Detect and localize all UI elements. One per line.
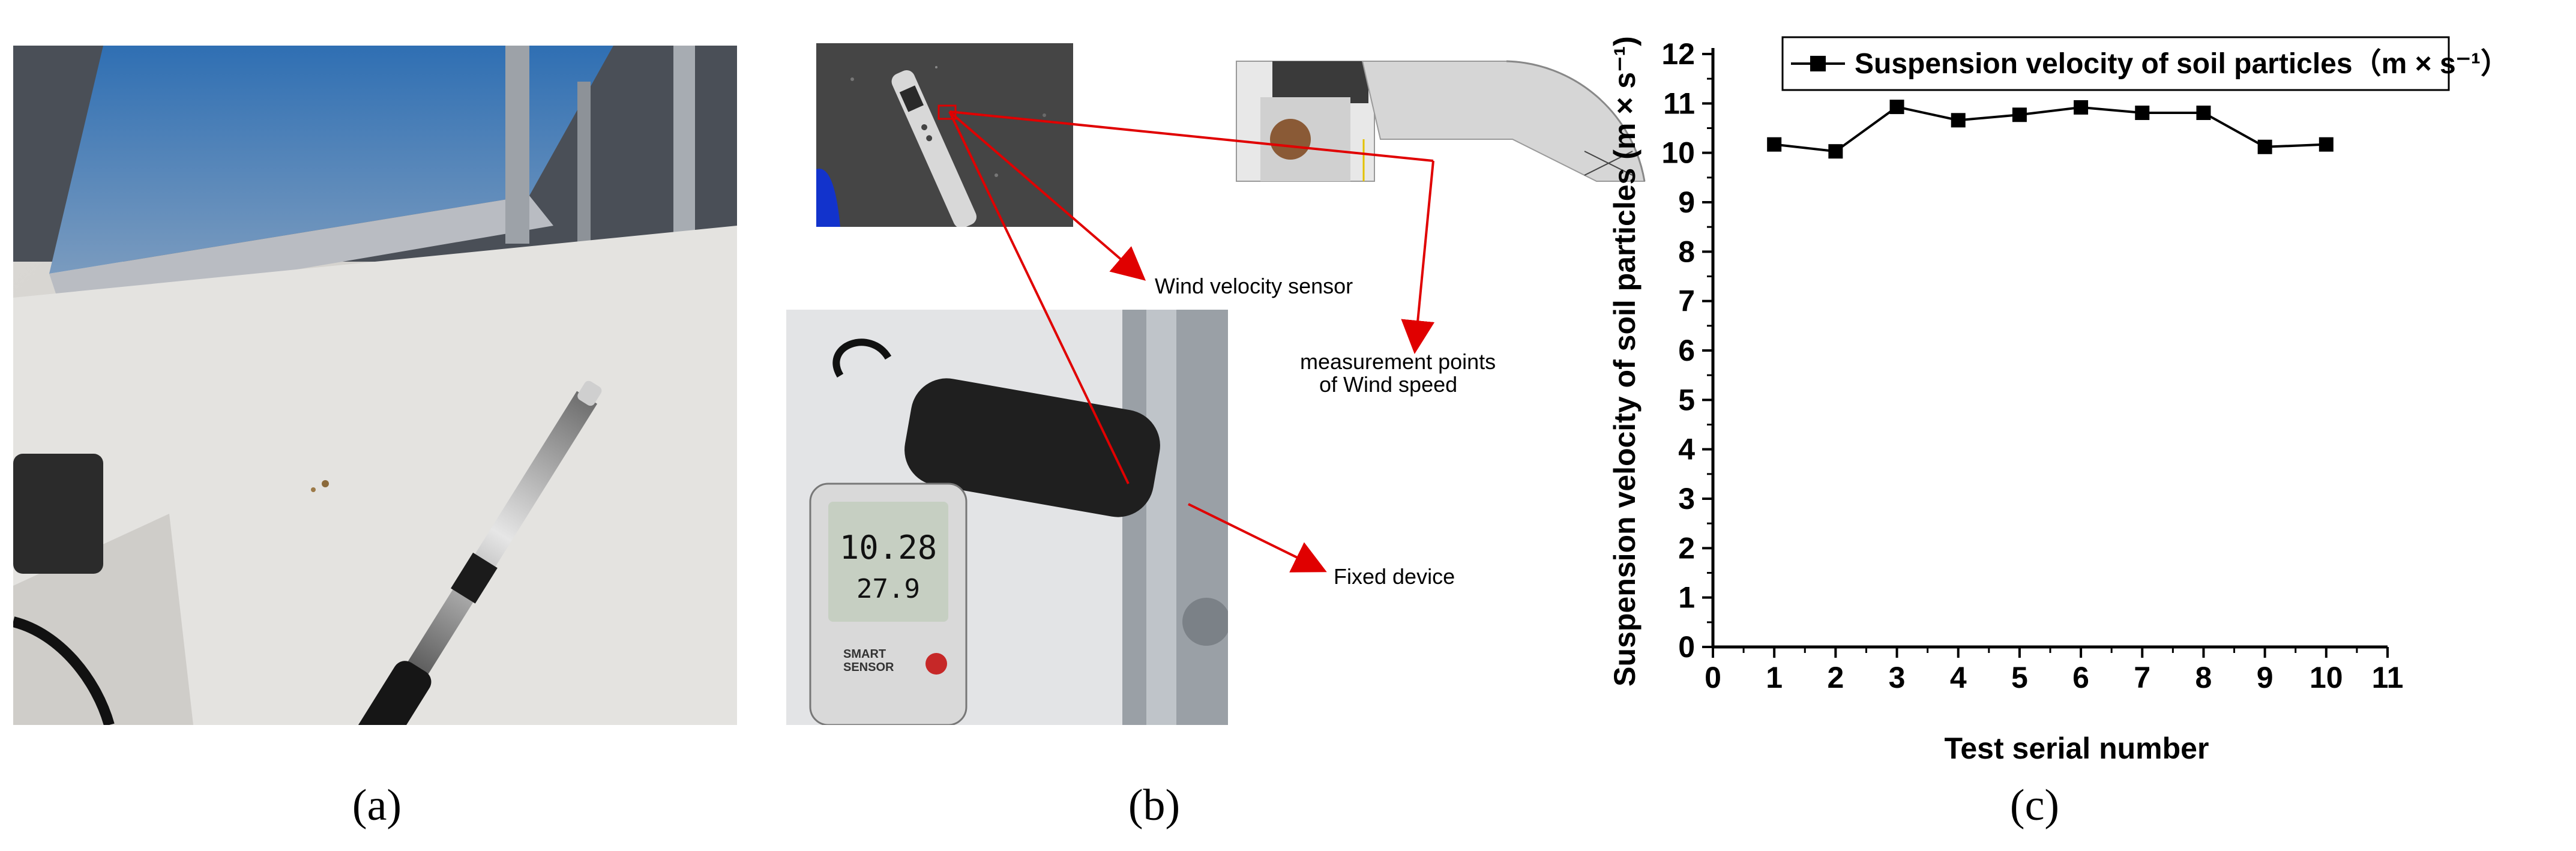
y-tick-label: 1 (1678, 581, 1695, 615)
meter-reading-sub: 27.9 (856, 574, 920, 604)
x-tick-label: 2 (1827, 661, 1844, 694)
callout-wind-velocity-sensor: Wind velocity sensor (1155, 274, 1353, 298)
y-tick-label: 10 (1661, 136, 1695, 170)
legend: Suspension velocity of soil particles（m … (1781, 36, 2509, 91)
panel-a: (a) (0, 0, 756, 851)
photo-b-anemometer: 10.28 27.9 SMART SENSOR (786, 310, 1228, 725)
data-point-marker (1767, 137, 1782, 152)
render-b-duct-elbow (1224, 43, 1657, 187)
x-tick-label: 8 (2195, 661, 2212, 694)
y-tick-label: 3 (1678, 482, 1695, 516)
render-b-duct-illustration (1224, 43, 1657, 187)
x-tick-label: 1 (1766, 661, 1783, 694)
panel-label-a: (a) (352, 781, 402, 830)
data-point-marker (1828, 144, 1843, 159)
photo-a-sensor-probe (13, 46, 737, 725)
data-point-marker (2319, 137, 2334, 152)
y-tick-label: 11 (1663, 86, 1695, 120)
y-tick-label: 5 (1678, 383, 1695, 416)
x-tick-label: 7 (2134, 661, 2150, 694)
meter-reading-main: 10.28 (840, 529, 937, 567)
y-tick-label: 12 (1661, 37, 1695, 71)
photo-b-sensor-head (816, 43, 1073, 227)
y-tick-label: 9 (1678, 185, 1695, 219)
legend-entry: Suspension velocity of soil particles（m … (1855, 48, 2509, 80)
panel-b: 10.28 27.9 SMART SENSOR Wind velocity se… (756, 0, 1657, 851)
arrow-measurement-points (1401, 160, 1435, 354)
meter-power-button (925, 653, 947, 675)
data-point-marker (2257, 139, 2272, 154)
x-axis-label: Test serial number (1945, 732, 2209, 765)
y-tick-label: 0 (1678, 630, 1695, 664)
y-tick-label: 8 (1678, 235, 1695, 268)
x-tick-label: 5 (2011, 661, 2028, 694)
x-tick-label: 11 (2372, 661, 2404, 694)
x-tick-label: 0 (1705, 661, 1721, 694)
panel-label-b: (b) (1128, 781, 1181, 830)
legend-box (1781, 36, 2450, 91)
data-point-marker (2196, 105, 2211, 120)
panel-label-c: (c) (2009, 781, 2060, 830)
photo-b-sensor-head-illustration (816, 43, 1073, 227)
y-axis-label: Suspension velocity of soil particles (m… (1608, 36, 1642, 687)
legend-marker-symbol (1810, 56, 1826, 71)
data-point-marker (2012, 107, 2027, 122)
data-point-marker (2135, 105, 2150, 120)
y-tick-label: 7 (1678, 284, 1695, 318)
data-point-marker (2074, 100, 2089, 115)
photo-b-anemometer-illustration: 10.28 27.9 SMART SENSOR (786, 310, 1228, 725)
callout-measurement-points: measurement points of Wind speed (1300, 350, 1496, 396)
x-tick-label: 10 (2310, 661, 2343, 694)
x-tick-label: 9 (2257, 661, 2274, 694)
data-point-marker (1889, 100, 1904, 115)
series-line (1774, 105, 2326, 153)
callout-fixed-device: Fixed device (1334, 564, 1455, 589)
x-tick-label: 4 (1950, 661, 1967, 694)
meter-brand-line2: SENSOR (843, 661, 894, 674)
y-tick-label: 2 (1678, 531, 1695, 565)
x-tick-label: 3 (1889, 661, 1906, 694)
callout-measurement-line2: of Wind speed (1319, 371, 1458, 397)
x-tick-label: 6 (2072, 661, 2089, 694)
photo-a-illustration (13, 46, 737, 725)
y-tick-label: 4 (1678, 433, 1695, 466)
meter-brand-line1: SMART (843, 648, 886, 661)
callout-measurement-line1: measurement points (1300, 349, 1496, 374)
data-point-marker (1951, 113, 1966, 128)
y-tick-label: 6 (1678, 334, 1695, 367)
